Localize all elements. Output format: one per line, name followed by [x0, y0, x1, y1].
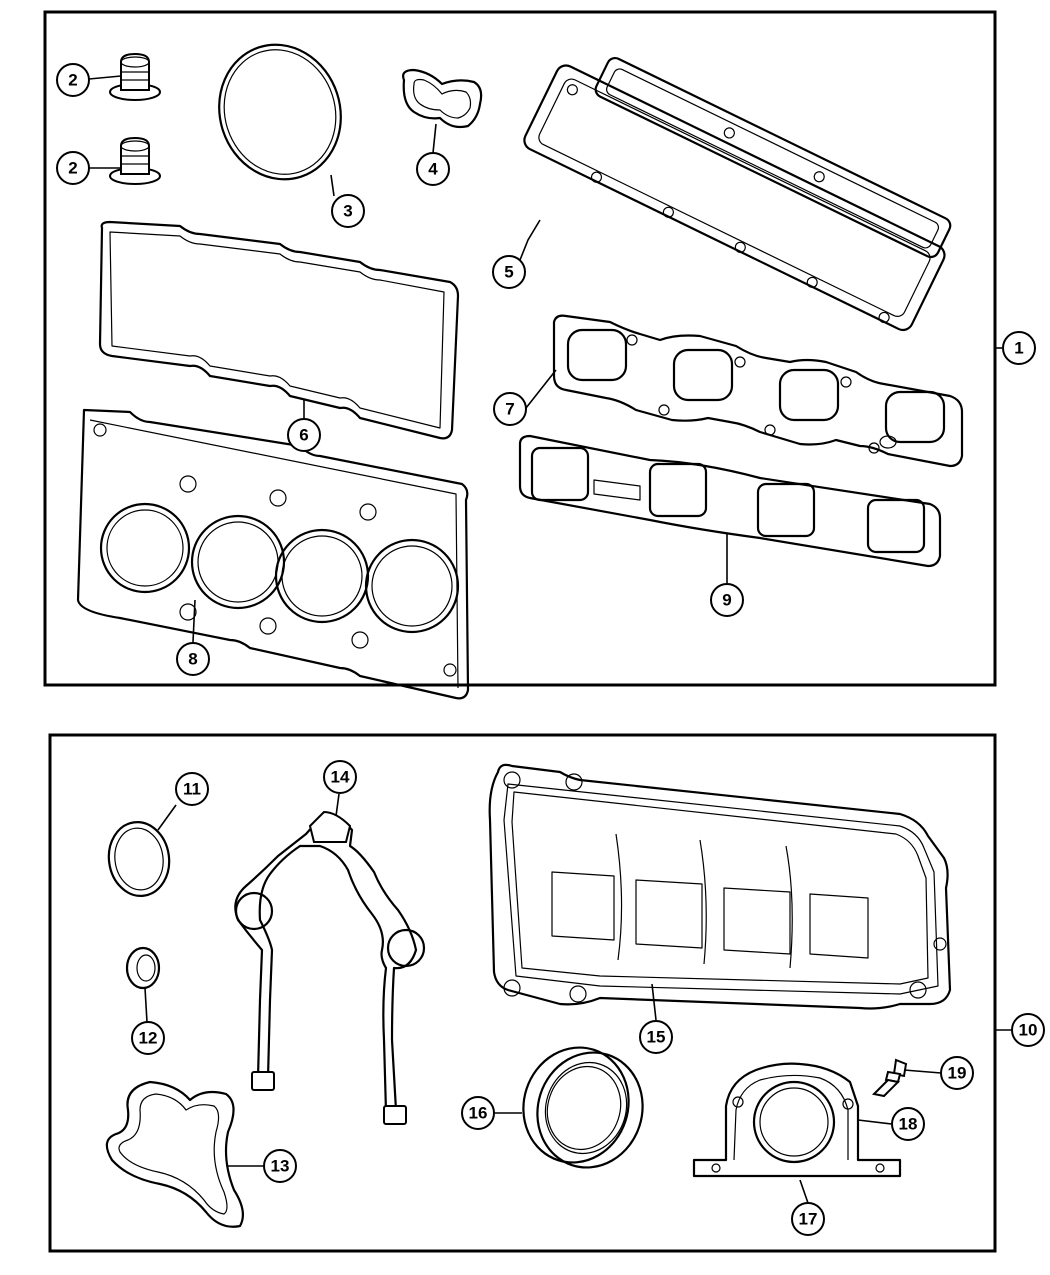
callout-14-label: 14: [331, 768, 350, 787]
callout-3: 3: [331, 194, 365, 228]
callout-15-label: 15: [647, 1028, 666, 1047]
callout-4-label: 4: [428, 160, 438, 179]
callout-2-lower: 2: [56, 151, 90, 185]
callout-19: 19: [940, 1056, 974, 1090]
callout-8: 8: [176, 642, 210, 676]
callout-1-label: 1: [1014, 339, 1023, 358]
timing-cover-gasket: [234, 810, 426, 1125]
valve-cover-gasket: [523, 56, 952, 332]
callout-16: 16: [461, 1096, 495, 1130]
callout-3-label: 3: [343, 202, 352, 221]
callout-6: 6: [287, 418, 321, 452]
intake-manifold-gasket: [518, 434, 942, 568]
callout-7: 7: [493, 392, 527, 426]
callout-7-label: 7: [505, 400, 514, 419]
rear-main-seal: [522, 1046, 644, 1169]
valve-stem-seal-upper: [109, 52, 161, 101]
callout-18-label: 18: [899, 1115, 918, 1134]
callout-18: 18: [891, 1107, 925, 1141]
callout-2-upper: 2: [56, 63, 90, 97]
callout-10: 10: [1011, 1013, 1045, 1047]
callout-12-label: 12: [139, 1029, 158, 1048]
callout-8-label: 8: [188, 650, 197, 669]
callout-12: 12: [131, 1021, 165, 1055]
callout-2-lower-label: 2: [68, 159, 77, 178]
callout-15: 15: [639, 1020, 673, 1054]
small-port-gasket: [402, 68, 483, 129]
callout-9-label: 9: [722, 591, 731, 610]
ring-gasket: [218, 43, 342, 181]
callout-5: 5: [492, 255, 526, 289]
oil-pan-gasket: [488, 763, 952, 1010]
callout-11-label: 11: [183, 780, 201, 799]
callout-17-label: 17: [799, 1210, 818, 1229]
callout-13: 13: [263, 1149, 297, 1183]
callout-19-label: 19: [948, 1064, 967, 1083]
callout-11: 11: [175, 772, 209, 806]
callout-17: 17: [791, 1202, 825, 1236]
callout-10-label: 10: [1019, 1021, 1038, 1040]
water-pump-gasket: [105, 1080, 245, 1228]
callout-9: 9: [710, 583, 744, 617]
small-seal-ring: [125, 946, 161, 990]
callout-4: 4: [416, 152, 450, 186]
cylinder-head-gasket: [76, 408, 470, 700]
callout-5-label: 5: [504, 263, 513, 282]
upper-kit-frame: [43, 10, 997, 687]
bolt: [871, 1058, 908, 1098]
callout-2-upper-label: 2: [68, 71, 77, 90]
rear-seal-retainer: [692, 1062, 902, 1178]
valve-stem-seal-lower: [109, 136, 161, 185]
callout-13-label: 13: [271, 1157, 290, 1176]
callout-14: 14: [323, 760, 357, 794]
callout-6-label: 6: [299, 426, 308, 445]
callout-1: 1: [1002, 331, 1036, 365]
lower-kit-frame: [48, 733, 997, 1253]
callout-16-label: 16: [469, 1104, 488, 1123]
rectangular-gasket: [98, 220, 460, 440]
exhaust-manifold-gasket: [552, 314, 964, 468]
leader-lines: [88, 75, 1012, 1204]
o-ring: [107, 821, 171, 897]
